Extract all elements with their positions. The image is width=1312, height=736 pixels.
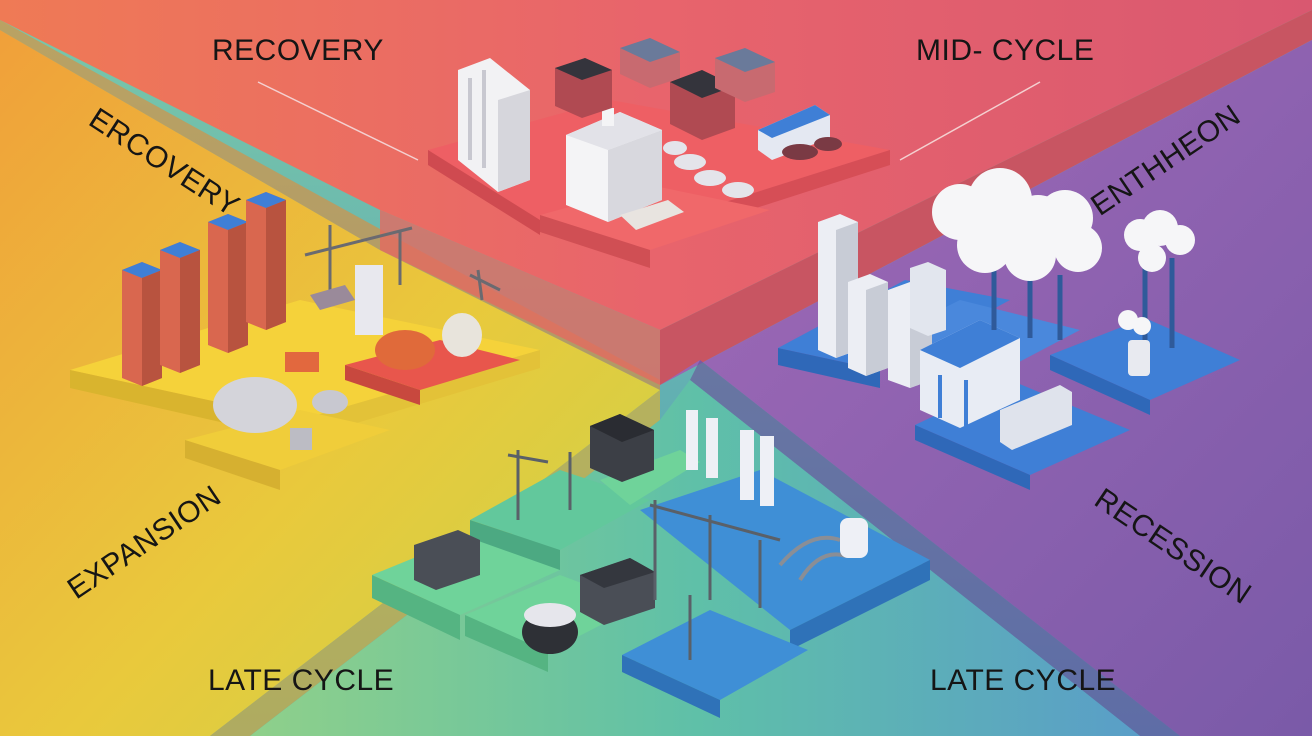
white-columns-building: [458, 58, 530, 192]
vehicles: [663, 105, 842, 198]
label-late-cycle-left: LATE CYCLE: [208, 664, 395, 697]
construction-cranes: [304, 225, 501, 301]
crane-base: [310, 285, 355, 310]
guide-line: [899, 81, 1041, 161]
bench: [620, 200, 684, 230]
office-building: [566, 108, 662, 222]
container-unit: [1000, 385, 1072, 450]
rooftop-buildings: [555, 38, 775, 140]
smoke-clouds: [932, 168, 1195, 335]
brick-towers: [122, 192, 286, 386]
dark-warehouses: [414, 414, 655, 625]
power-pylons: [507, 450, 781, 660]
rubble-piles: [213, 265, 482, 450]
factory-building: [920, 320, 1020, 428]
label-late-cycle-right: LATE CYCLE: [930, 664, 1117, 697]
industrial-pipes: [778, 535, 847, 582]
label-mid-cycle: MID- CYCLE: [916, 34, 1095, 67]
label-recovery: RECOVERY: [212, 34, 384, 67]
smokestacks: [991, 255, 1175, 348]
storage-tank: [1128, 340, 1150, 376]
refinery-towers: [686, 410, 774, 506]
late-cycle-zone: [250, 380, 1140, 736]
silo-tank: [840, 518, 868, 558]
guide-line: [257, 81, 419, 161]
round-tank: [522, 603, 578, 654]
